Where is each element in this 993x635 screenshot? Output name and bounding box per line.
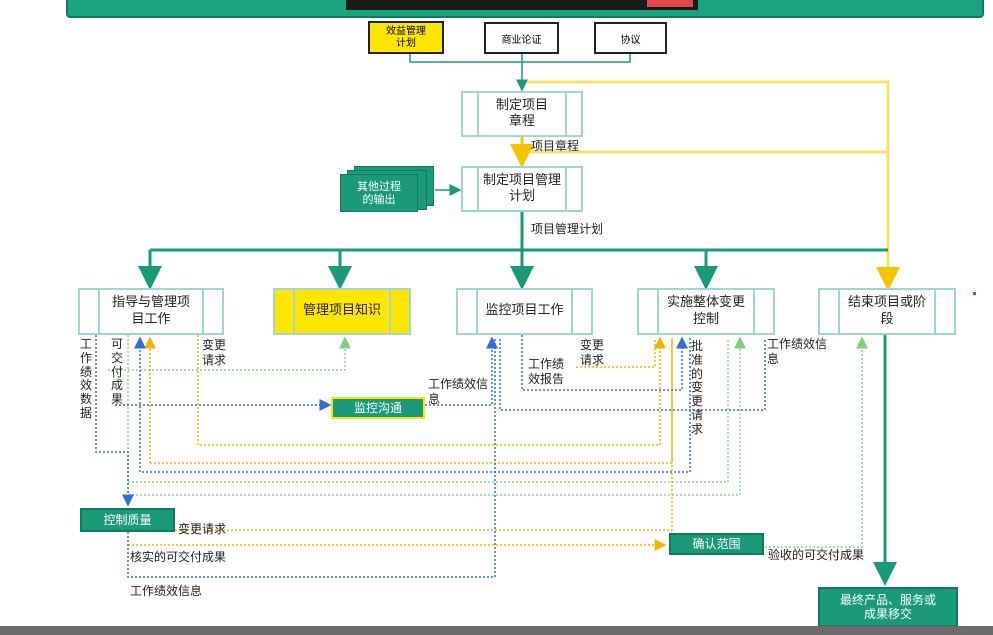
top-media-strip — [346, 0, 698, 10]
process-final-transition[interactable]: 最终产品、服务或成果移交 — [818, 587, 958, 627]
process-final-transition-label: 最终产品、服务或成果移交 — [840, 592, 937, 621]
label-change-requests-1: 变更请求 — [202, 338, 227, 367]
process-control-quality-label: 控制质量 — [103, 512, 152, 527]
lane-right — [934, 290, 954, 333]
label-work-perf-reports: 工作绩效报告 — [528, 357, 565, 386]
label-change-requests-3: 变更请求 — [178, 522, 227, 536]
process-develop-pm-plan[interactable]: 制定项目管理计划 — [461, 166, 583, 212]
label-work-perf-info-1: 工作绩效信息 — [428, 377, 489, 406]
input-benefits-plan-label: 效益管理计划 — [386, 25, 426, 49]
lane-right — [565, 168, 581, 210]
label-work-perf-data: 工作绩效数据 — [80, 337, 93, 420]
process-close-project[interactable]: 结束项目或阶段 — [818, 288, 956, 335]
red-dot-marker — [973, 292, 976, 295]
lane-right — [571, 290, 591, 333]
lane-left — [458, 290, 478, 333]
process-integrated-change[interactable]: 实施整体变更控制 — [637, 288, 775, 335]
process-close-project-label: 结束项目或阶段 — [847, 295, 926, 327]
lane-left — [463, 93, 479, 135]
input-business-case: 商业论证 — [484, 22, 559, 54]
lane-left — [820, 290, 840, 333]
label-accepted-deliverables: 验收的可交付成果 — [768, 548, 865, 562]
lane-left — [639, 290, 659, 333]
process-manage-knowledge[interactable]: 管理项目知识 — [273, 288, 411, 335]
process-develop-charter-label: 制定项目章程 — [495, 97, 548, 129]
label-deliverables: 可交付成果 — [111, 337, 124, 407]
process-manage-knowledge-label: 管理项目知识 — [302, 303, 381, 319]
label-change-requests-2: 变更请求 — [580, 338, 605, 367]
label-pm-plan: 项目管理计划 — [531, 222, 604, 236]
process-direct-manage-label: 指导与管理项目工作 — [111, 295, 190, 327]
lane-left — [80, 290, 100, 333]
label-work-perf-info-2: 工作绩效信息 — [767, 337, 828, 366]
process-direct-manage[interactable]: 指导与管理项目工作 — [78, 288, 224, 335]
label-work-perf-info-3: 工作绩效信息 — [130, 584, 203, 598]
process-monitor-comms-label: 监控沟通 — [353, 400, 402, 415]
top-red-button[interactable] — [647, 0, 693, 7]
process-integrated-change-label: 实施整体变更控制 — [666, 295, 745, 327]
process-validate-scope[interactable]: 确认范围 — [669, 533, 764, 555]
lane-right — [565, 93, 581, 135]
other-outputs-docs[interactable]: 其他过程的输出 — [340, 174, 418, 212]
lane-left — [463, 168, 479, 210]
input-agreements: 协议 — [594, 22, 667, 54]
process-monitor-control[interactable]: 监控项目工作 — [456, 288, 593, 335]
label-verified-deliverables: 核实的可交付成果 — [130, 550, 227, 564]
process-develop-pm-plan-label: 制定项目管理计划 — [482, 172, 561, 204]
lane-right — [202, 290, 222, 333]
lane-right — [389, 290, 409, 333]
other-outputs-stack: 其他过程的输出 — [340, 166, 435, 212]
bottom-bar — [0, 626, 993, 635]
process-validate-scope-label: 确认范围 — [692, 536, 741, 551]
process-develop-charter[interactable]: 制定项目章程 — [461, 91, 583, 137]
lane-left — [275, 290, 295, 333]
input-business-case-label: 商业论证 — [501, 34, 542, 46]
other-outputs-label: 其他过程的输出 — [357, 179, 401, 206]
lane-right — [753, 290, 773, 333]
process-monitor-comms[interactable]: 监控沟通 — [331, 397, 425, 419]
label-project-charter: 项目章程 — [531, 139, 580, 153]
label-approved-changes: 批准的变更请求 — [691, 339, 704, 436]
process-monitor-control-label: 监控项目工作 — [485, 303, 564, 319]
input-agreements-label: 协议 — [620, 34, 641, 46]
input-benefits-plan: 效益管理计划 — [368, 21, 444, 54]
process-control-quality[interactable]: 控制质量 — [80, 508, 175, 532]
